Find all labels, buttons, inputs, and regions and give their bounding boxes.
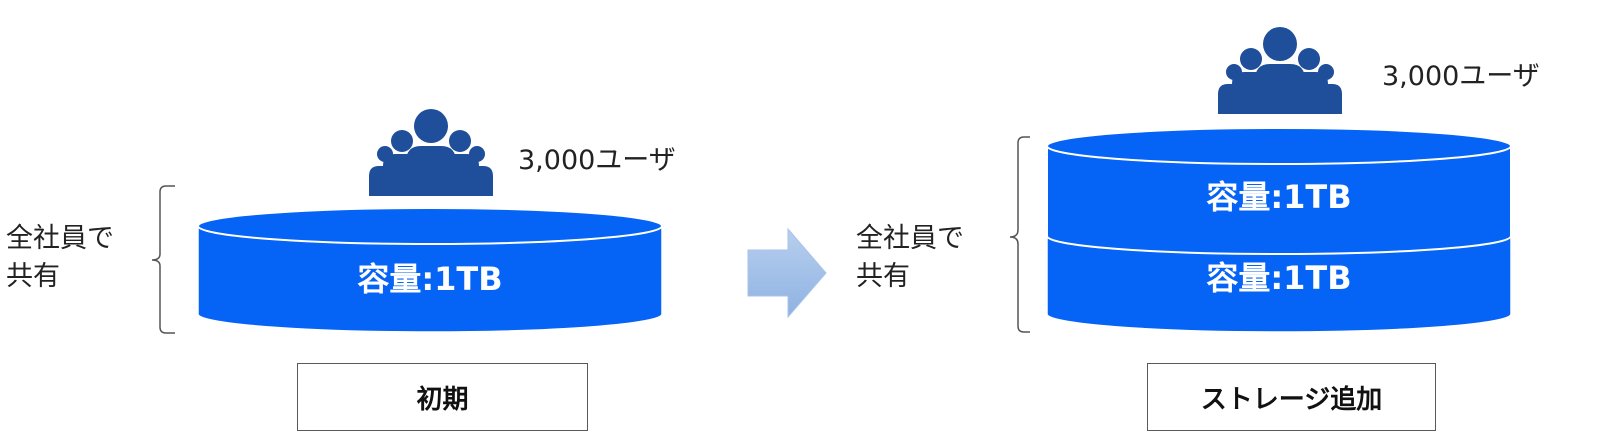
right-disk-capacity-label-bottom: 容量:1TB (1206, 259, 1351, 297)
stage-label-initial-text: 初期 (416, 384, 469, 415)
right-arrow-icon (747, 227, 827, 319)
users-group-icon (1218, 27, 1342, 114)
right-disk-capacity-label-top: 容量:1TB (1206, 178, 1351, 216)
left-scope-text: 全社員で 共有 (6, 220, 114, 296)
stage-label-initial: 初期 (297, 363, 588, 431)
right-scope-line2: 共有 (856, 261, 910, 292)
stage-label-storage-added-text: ストレージ追加 (1200, 384, 1383, 415)
left-user-count: 3,000ユーザ (518, 145, 676, 176)
stage-label-storage-added: ストレージ追加 (1147, 363, 1436, 431)
right-brace (1009, 136, 1030, 333)
left-scope-line2: 共有 (6, 261, 60, 292)
right-user-count: 3,000ユーザ (1382, 61, 1540, 92)
users-group-icon (369, 109, 493, 196)
right-scope-line1: 全社員で (856, 223, 964, 254)
left-storage-cylinder: 容量:1TB (197, 207, 663, 333)
left-brace (151, 185, 175, 334)
left-disk-capacity-label: 容量:1TB (357, 260, 502, 298)
right-scope-text: 全社員で 共有 (856, 220, 964, 296)
left-scope-line1: 全社員で (6, 223, 114, 254)
right-storage-cylinder: 容量:1TB 容量:1TB (1046, 127, 1512, 333)
